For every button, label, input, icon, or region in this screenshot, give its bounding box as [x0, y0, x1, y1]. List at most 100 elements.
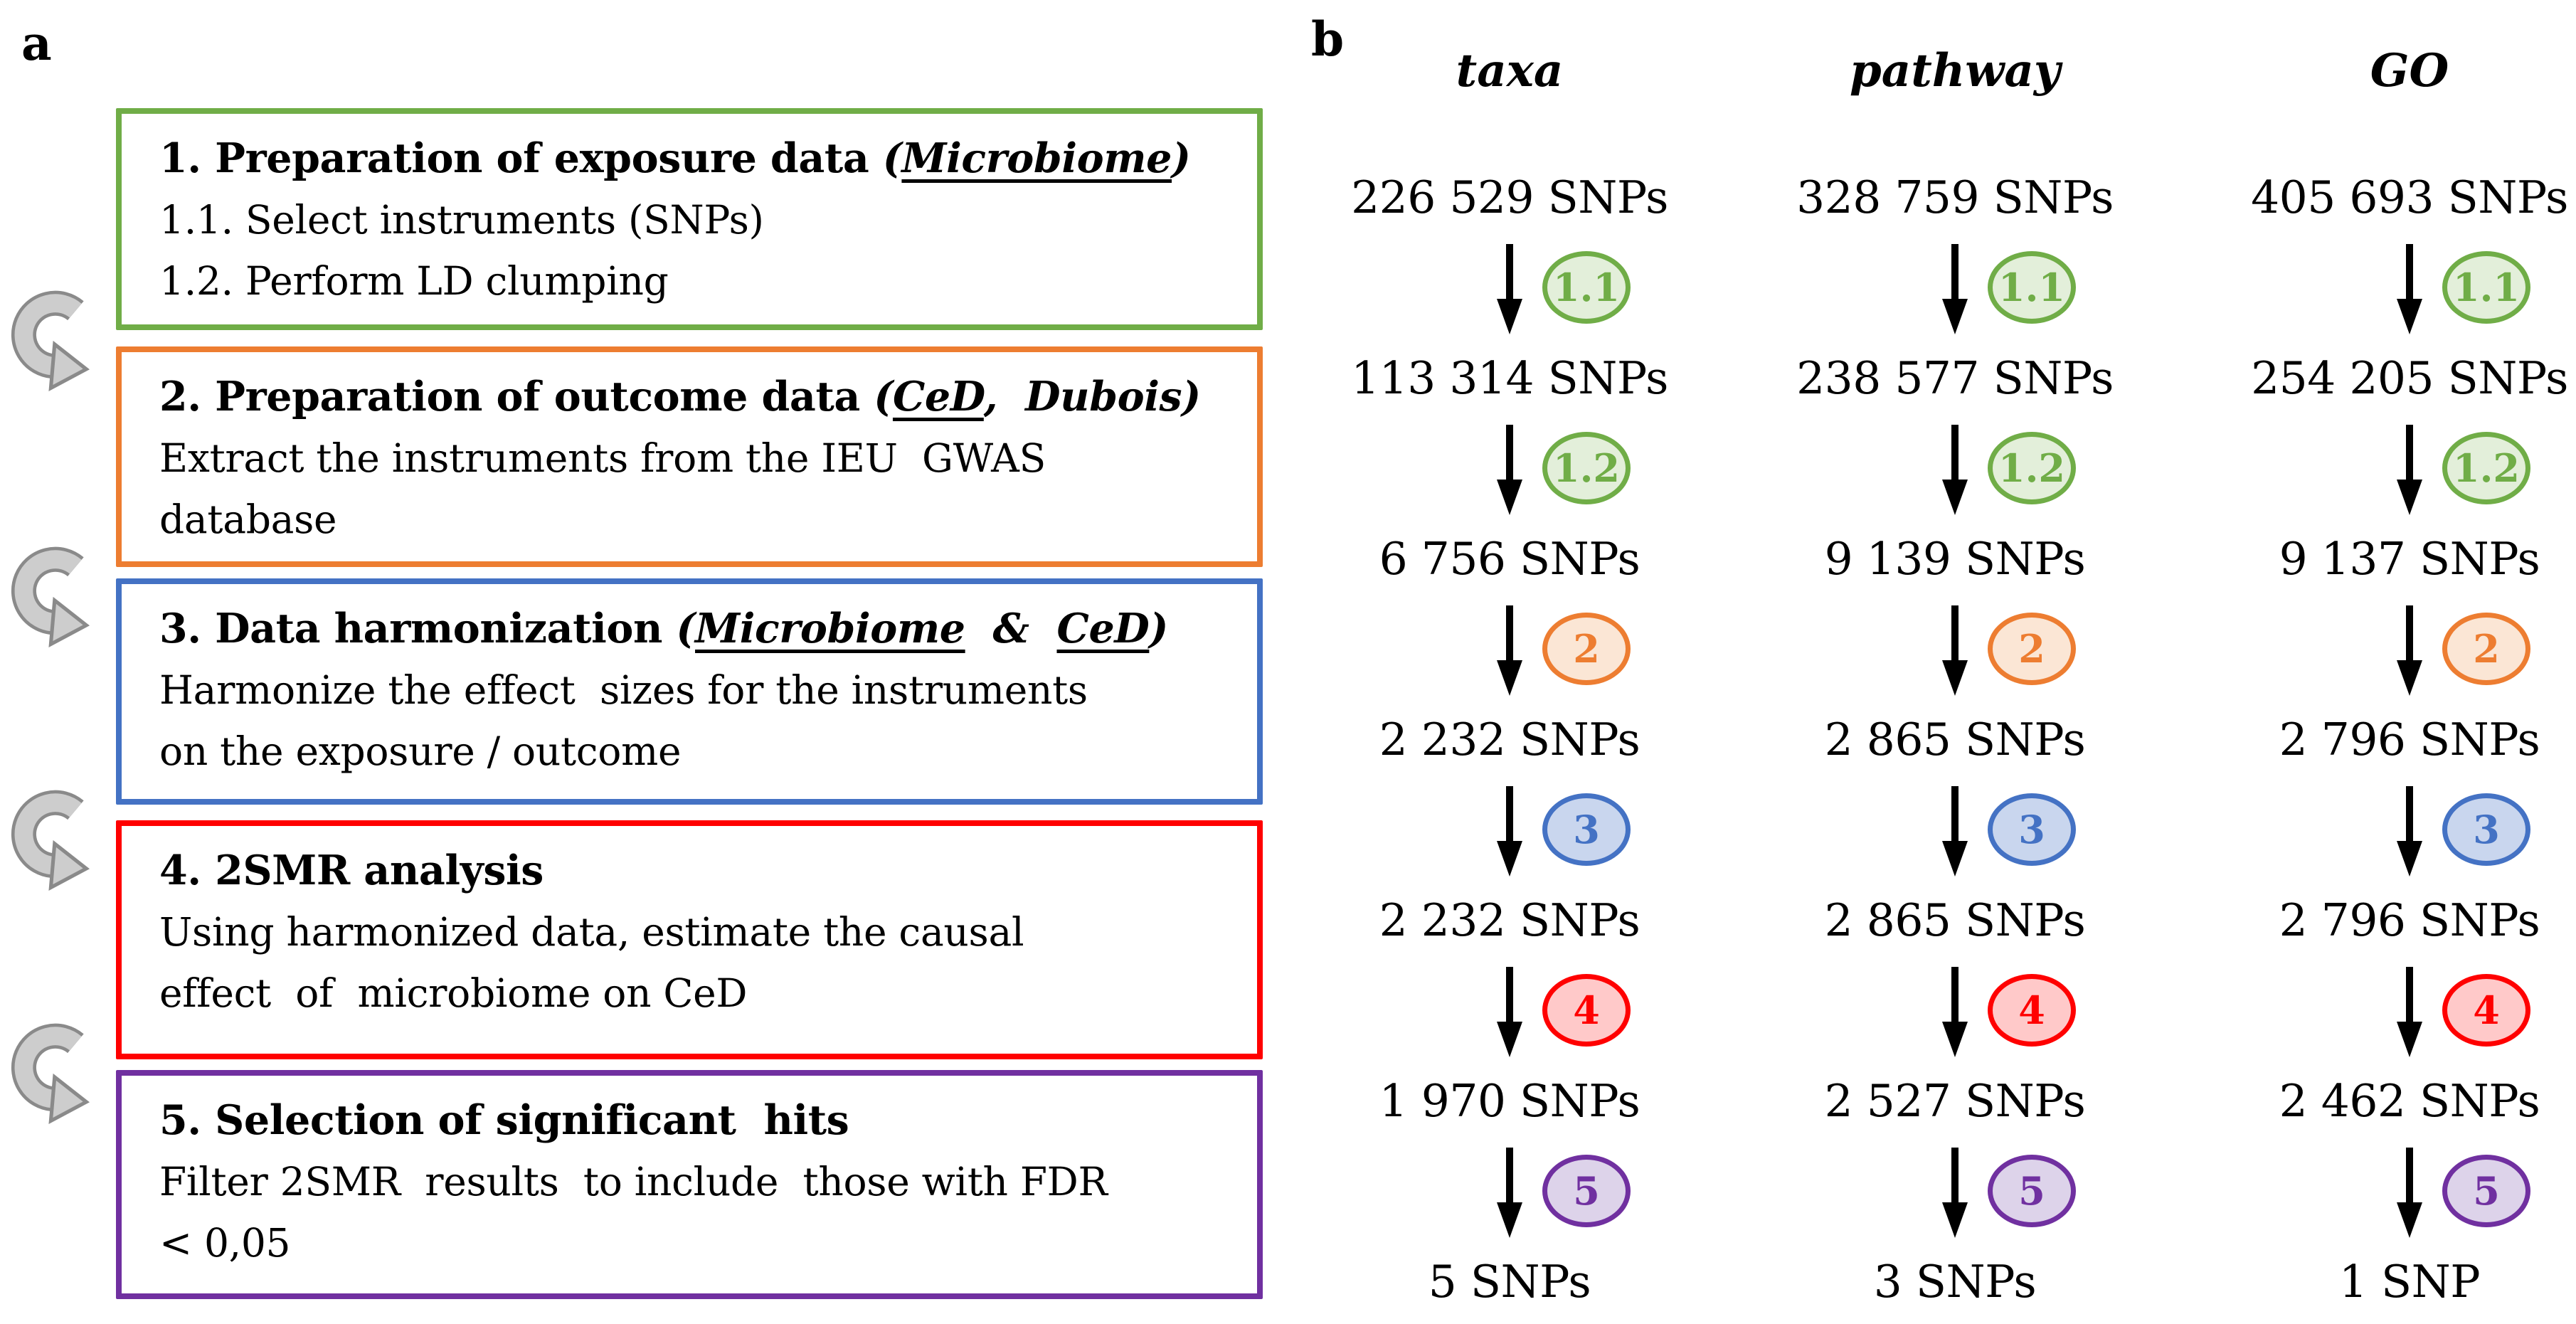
step-badge-1.2: 1.2	[1988, 432, 2076, 504]
body-line: Filter 2SMR results to include those wit…	[159, 1159, 1108, 1204]
panel-a-label: a	[21, 16, 52, 71]
flow-step-row: 1.2	[2210, 411, 2576, 526]
curved-arrow-icon	[11, 790, 90, 891]
flow-step-row: 1.2	[1756, 411, 2154, 526]
step-box-2-body: Extract the instruments from the IEU GWA…	[159, 428, 1236, 550]
step-box-3: 3. Data harmonization (Microbiome & CeD)…	[116, 578, 1263, 805]
down-arrow-icon	[1942, 605, 1968, 696]
body-line: Harmonize the effect sizes for the instr…	[159, 667, 1088, 713]
flow-step-row: 3	[1756, 773, 2154, 888]
flow-step-row: 5	[1756, 1134, 2154, 1249]
body-line: Using harmonized data, estimate the caus…	[159, 909, 1024, 955]
step-box-1-body: 1.1. Select instruments (SNPs) 1.2. Perfo…	[159, 189, 1236, 312]
step-box-3-title: 3. Data harmonization (Microbiome & CeD)	[159, 598, 1236, 660]
snp-count: 1 SNP	[2338, 1256, 2481, 1308]
title-segment: CeD	[1056, 605, 1150, 652]
step-box-4-body: Using harmonized data, estimate the caus…	[159, 901, 1236, 1024]
snp-count: 2 232 SNPs	[1379, 714, 1641, 766]
title-segment: )	[1182, 373, 1201, 420]
flow-column-taxa: taxa 226 529 SNPs 1.1 113 314 SNPs 1.2 6 756 …	[1310, 43, 1709, 1324]
flow-step-row: 2	[1310, 592, 1709, 707]
down-arrow-icon	[1942, 1148, 1968, 1238]
down-arrow-icon	[2397, 605, 2422, 696]
step-badge-5: 5	[2442, 1155, 2530, 1227]
title-segment: &	[965, 605, 1057, 652]
snp-count: 5 SNPs	[1428, 1256, 1591, 1308]
title-segment: 3. Data harmonization	[159, 605, 677, 652]
flow-step-row: 5	[1310, 1134, 1709, 1249]
flow-step-row: 1.1	[1756, 231, 2154, 346]
down-arrow-icon	[2397, 244, 2422, 334]
step-box-4: 4. 2SMR analysis Using harmonized data, …	[116, 820, 1263, 1059]
snp-count: 6 756 SNPs	[1379, 533, 1641, 585]
flow-step-row: 1.1	[1310, 231, 1709, 346]
snp-count: 113 314 SNPs	[1351, 352, 1668, 404]
body-line: Extract the instruments from the IEU GWA…	[159, 435, 1046, 481]
step-badge-2: 2	[1542, 613, 1631, 685]
snp-count: 405 693 SNPs	[2251, 171, 2568, 223]
title-segment: 4. 2SMR analysis	[159, 847, 544, 894]
flow-step-row: 4	[1756, 953, 2154, 1069]
down-arrow-icon	[1942, 786, 1968, 877]
panel-b-label: b	[1311, 11, 1345, 67]
snp-count: 254 205 SNPs	[2251, 352, 2568, 404]
curved-arrow-icon	[11, 1023, 90, 1125]
flow-step-row: 2	[2210, 592, 2576, 707]
step-box-2: 2. Preparation of outcome data (CeD, Dub…	[116, 346, 1263, 567]
down-arrow-icon	[1497, 786, 1522, 877]
snp-count: 9 137 SNPs	[2279, 533, 2540, 585]
step-badge-1.1: 1.1	[1988, 251, 2076, 324]
snp-count: 2 796 SNPs	[2279, 894, 2540, 946]
title-segment: Microbiome	[695, 605, 965, 652]
title-segment: 1. Preparation of exposure data	[159, 134, 883, 182]
step-badge-1.1: 1.1	[1542, 251, 1631, 324]
step-box-4-title: 4. 2SMR analysis	[159, 840, 1236, 901]
snp-count: 328 759 SNPs	[1796, 171, 2114, 223]
column-header-taxa: taxa	[1456, 44, 1564, 97]
snp-count: 2 527 SNPs	[1824, 1075, 2086, 1127]
down-arrow-icon	[1942, 967, 1968, 1057]
title-segment: )	[1172, 134, 1191, 182]
snp-count: 3 SNPs	[1873, 1256, 2037, 1308]
step-box-5: 5. Selection of significant hits Filter …	[116, 1070, 1263, 1299]
step-badge-2: 2	[1988, 613, 2076, 685]
snp-count: 226 529 SNPs	[1351, 171, 1668, 223]
down-arrow-icon	[1942, 244, 1968, 334]
flow-step-row: 2	[1756, 592, 2154, 707]
flow-step-row: 1.2	[1310, 411, 1709, 526]
step-box-5-body: Filter 2SMR results to include those wit…	[159, 1151, 1236, 1273]
flow-step-row: 5	[2210, 1134, 2576, 1249]
title-segment: 5. Selection of significant hits	[159, 1096, 849, 1144]
title-segment: CeD	[892, 373, 984, 420]
title-segment: ,	[983, 373, 1026, 420]
step-badge-1.2: 1.2	[1542, 432, 1631, 504]
step-badge-4: 4	[2442, 974, 2530, 1047]
step-box-3-body: Harmonize the effect sizes for the instr…	[159, 660, 1236, 782]
flow-step-row: 3	[1310, 773, 1709, 888]
flow-step-row: 3	[2210, 773, 2576, 888]
snp-count: 238 577 SNPs	[1796, 352, 2114, 404]
snp-count: 2 796 SNPs	[2279, 714, 2540, 766]
curved-arrow-icon	[11, 290, 90, 392]
step-box-5-title: 5. Selection of significant hits	[159, 1090, 1236, 1151]
step-badge-4: 4	[1542, 974, 1631, 1047]
title-segment: Microbiome	[901, 134, 1172, 182]
column-header-GO: GO	[2370, 44, 2449, 97]
step-badge-1.2: 1.2	[2442, 432, 2530, 504]
body-line: 1.1. Select instruments (SNPs)	[159, 197, 764, 243]
body-line: 1.2. Perform LD clumping	[159, 258, 669, 304]
down-arrow-icon	[2397, 967, 2422, 1057]
down-arrow-icon	[2397, 425, 2422, 515]
down-arrow-icon	[1497, 1148, 1522, 1238]
curved-arrow-icon	[11, 546, 90, 648]
step-badge-5: 5	[1542, 1155, 1631, 1227]
step-box-1-title: 1. Preparation of exposure data (Microbi…	[159, 128, 1236, 189]
flow-step-row: 1.1	[2210, 231, 2576, 346]
down-arrow-icon	[1497, 967, 1522, 1057]
down-arrow-icon	[2397, 1148, 2422, 1238]
title-segment: )	[1149, 605, 1168, 652]
down-arrow-icon	[2397, 786, 2422, 877]
title-segment: (	[676, 605, 696, 652]
